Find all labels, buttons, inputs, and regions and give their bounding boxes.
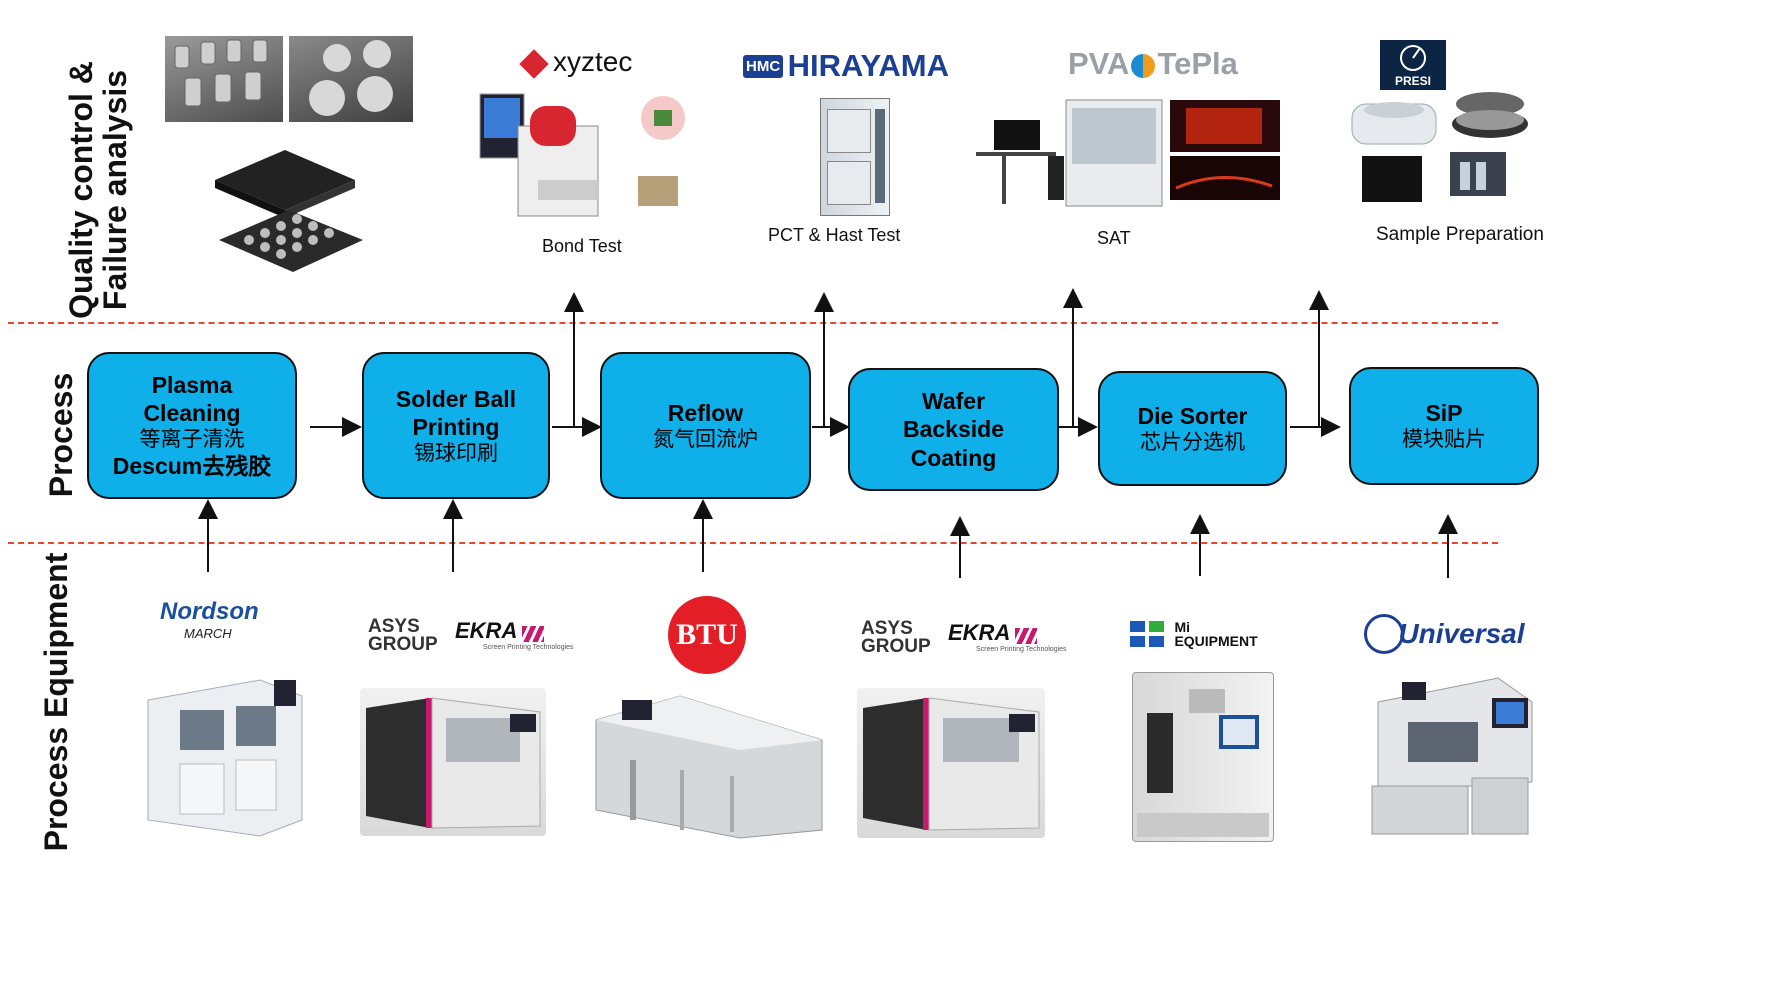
asys-group-2-line1: ASYS [861,618,913,639]
process-1-line1: Plasma [151,371,233,398]
nordson-logo-text: Nordson [160,598,259,625]
mi-equipment-line2: EQUIPMENT [1174,633,1258,649]
hirayama-logo: HMC HIRAYAMA [743,48,949,84]
process-plasma-cleaning: Plasma Cleaning 等离子清洗 Descum去残胶 [87,352,297,499]
sat-caption: SAT [1097,228,1131,248]
reflow-oven-machine-image [590,680,826,840]
sat-system-illustration [976,99,1280,207]
pct-chamber-door-top [827,109,871,153]
process-1-line2: Cleaning [143,399,241,426]
hirayama-text: HIRAYAMA [787,48,949,83]
presi-logo-text: PRESI [1394,74,1431,88]
mi-equipment-mark-icon [1130,621,1164,647]
reflow-bumps-illustration [309,40,393,116]
universal-mark-icon [1364,614,1404,654]
xyztec-logo-mark [519,48,549,79]
ekra-logo-1: EKRA Screen Printing Technologies [455,618,574,651]
presi-logo-mark [1400,45,1426,71]
nordson-logo-sub: MARCH [184,626,232,641]
bga-package-illustration [215,150,363,272]
process-6-cn: 模块贴片 [1402,427,1486,452]
screen-printer-machine-image-2 [857,688,1045,838]
process-5-cn: 芯片分选机 [1140,429,1245,454]
screen-printer-illustration-2 [863,697,1040,831]
sample-prep-image [1350,70,1532,206]
screen-printer-illustration-1 [366,697,541,829]
sample-prep-illustration [1351,92,1528,202]
plated-bumps-illustration [174,39,268,107]
plasma-cleaner-illustration [147,679,303,837]
process-1-extra: Descum去残胶 [112,453,272,480]
xyztec-logo: xyztec [519,46,633,79]
sample-prep-caption: Sample Preparation [1376,224,1544,245]
die-sorter-illustration [1137,689,1269,837]
process-4-line2: Backside [902,416,1004,443]
universal-logo-text: Universal [1398,618,1525,649]
nordson-logo: Nordson MARCH [160,598,259,641]
process-4-line3: Coating [910,444,997,471]
asys-group-logo-2: ASYS GROUP [861,618,931,658]
asys-group-1-line2: GROUP [368,634,438,656]
bond-test-caption: Bond Test [542,236,622,256]
process-die-sorter: Die Sorter 芯片分选机 [1098,371,1287,486]
pct-chamber-door-bottom [827,161,871,205]
btu-logo-text: BTU [676,618,738,651]
process-2-line2: Printing [412,413,500,440]
process-3-cn: 氮气回流炉 [653,426,758,451]
sip-placement-illustration [1371,677,1533,835]
ekra-2-mark-icon [1014,627,1037,644]
btu-logo: BTU [668,596,746,674]
process-1-cn: 等离子清洗 [139,426,245,451]
xyztec-logo-text: xyztec [553,46,633,77]
pct-chamber-panel [875,109,885,203]
bond-tester-image [478,90,700,220]
universal-logo: Universal [1364,614,1525,654]
divider-top [8,322,1498,324]
asys-group-2-line2: GROUP [861,636,931,658]
mi-equipment-logo: Mi EQUIPMENT [1130,620,1258,648]
presi-logo: PRESI [1380,40,1446,90]
pct-chamber-image [820,98,890,216]
ekra-1-text: EKRA [455,618,518,643]
die-sorter-machine-image [1132,672,1274,842]
mi-equipment-text: Mi EQUIPMENT [1174,620,1257,648]
bga-package-image [205,140,370,285]
process-2-cn: 锡球印刷 [414,440,498,465]
pva-text: PVA [1068,46,1130,81]
divider-bottom [8,542,1498,544]
screen-printer-machine-image-1 [360,688,546,836]
pct-hast-caption: PCT & Hast Test [768,225,901,245]
sip-placement-machine-image [1368,662,1536,838]
asys-group-1-line1: ASYS [368,616,420,637]
process-wafer-backside-coating: Wafer Backside Coating [848,368,1059,491]
ekra-1-sub: Screen Printing Technologies [483,644,574,651]
process-6-line1: SiP [1425,400,1463,427]
process-solder-ball-printing: Solder Ball Printing 锡球印刷 [362,352,550,499]
tepla-text: TePla [1157,46,1238,81]
sat-system-image [972,98,1282,208]
mi-equipment-line1: Mi [1174,619,1191,635]
reflow-oven-illustration [595,695,823,839]
process-2-line1: Solder Ball [395,385,517,412]
sem-image-reflow-bumps [289,36,413,122]
process-4-line1: Wafer [921,388,986,415]
asys-group-logo-1: ASYS GROUP [368,616,438,656]
process-sip: SiP 模块贴片 [1349,367,1539,485]
process-reflow: Reflow 氮气回流炉 [600,352,811,499]
pva-tepla-dot-icon [1131,53,1156,78]
ekra-2-sub: Screen Printing Technologies [976,646,1067,653]
hirayama-badge: HMC [743,54,784,78]
ekra-1-mark-icon [521,625,544,642]
bond-tester-illustration [479,93,685,217]
process-5-line1: Die Sorter [1137,402,1248,429]
plasma-cleaner-machine-image [140,660,310,838]
pva-tepla-logo: PVA TePla [1068,46,1238,82]
process-3-line1: Reflow [667,399,744,426]
ekra-logo-2: EKRA Screen Printing Technologies [948,620,1067,653]
ekra-2-text: EKRA [948,620,1011,645]
sem-image-plated-bumps [165,36,283,122]
